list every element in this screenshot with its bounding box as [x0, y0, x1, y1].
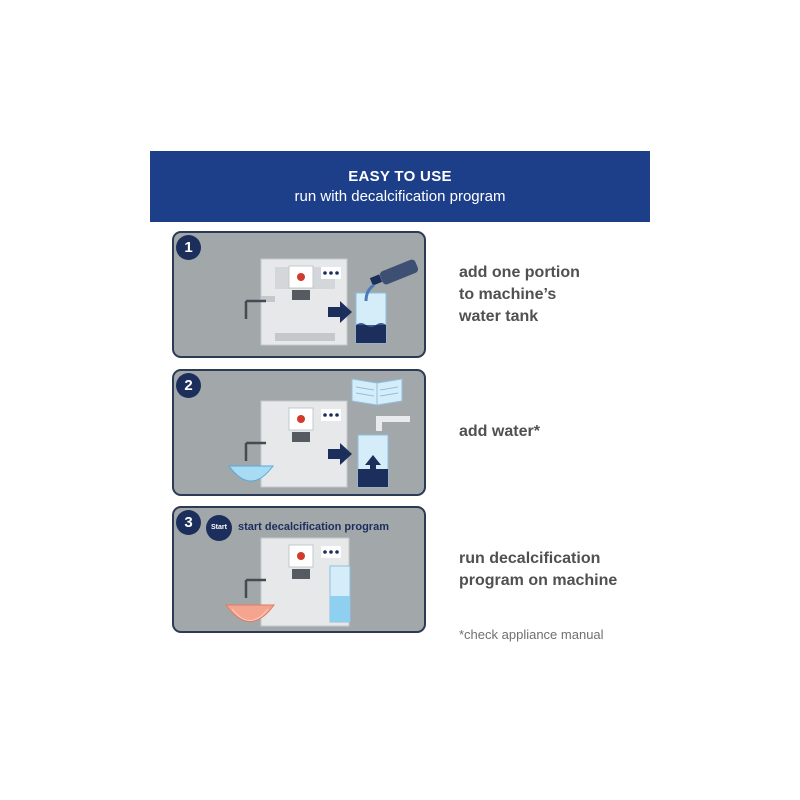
header-subtitle: run with decalcification program	[294, 188, 506, 205]
header-title: EASY TO USE	[348, 168, 452, 185]
arrow-right-icon	[328, 443, 352, 465]
step-1-description: add one portion to machine’s water tank	[459, 264, 580, 325]
coffee-machine-icon	[244, 537, 351, 627]
step-3-illustration	[225, 537, 351, 627]
water-tank-icon	[357, 434, 389, 488]
start-button-icon: Start	[206, 515, 232, 541]
step-2-panel: 2	[172, 369, 426, 496]
coffee-machine-icon	[244, 258, 348, 346]
footnote: *check appliance manual	[459, 627, 604, 642]
step-2-illustration	[228, 378, 410, 488]
bowl-icon	[225, 604, 275, 622]
bowl-icon	[228, 465, 274, 482]
manual-book-icon	[351, 378, 403, 406]
step-1-number: 1	[176, 235, 201, 260]
arrow-right-icon	[328, 301, 352, 323]
header-banner: EASY TO USE run with decalcification pro…	[150, 151, 650, 222]
faucet-icon	[376, 416, 410, 431]
step-3-heading: start decalcification program	[238, 521, 389, 533]
step-2-number: 2	[176, 373, 201, 398]
step-1-illustration	[244, 258, 419, 346]
step-3-panel: 3 Start start decalcification program	[172, 506, 426, 633]
decalcifier-bottle-icon	[364, 259, 419, 302]
step-2-description: add water*	[459, 423, 540, 440]
step-1-panel: 1	[172, 231, 426, 358]
step-3-description: run decalcification program on machine	[459, 550, 618, 589]
coffee-machine-icon	[244, 400, 348, 488]
step-3-number: 3	[176, 510, 201, 535]
water-tank-icon	[355, 292, 387, 344]
